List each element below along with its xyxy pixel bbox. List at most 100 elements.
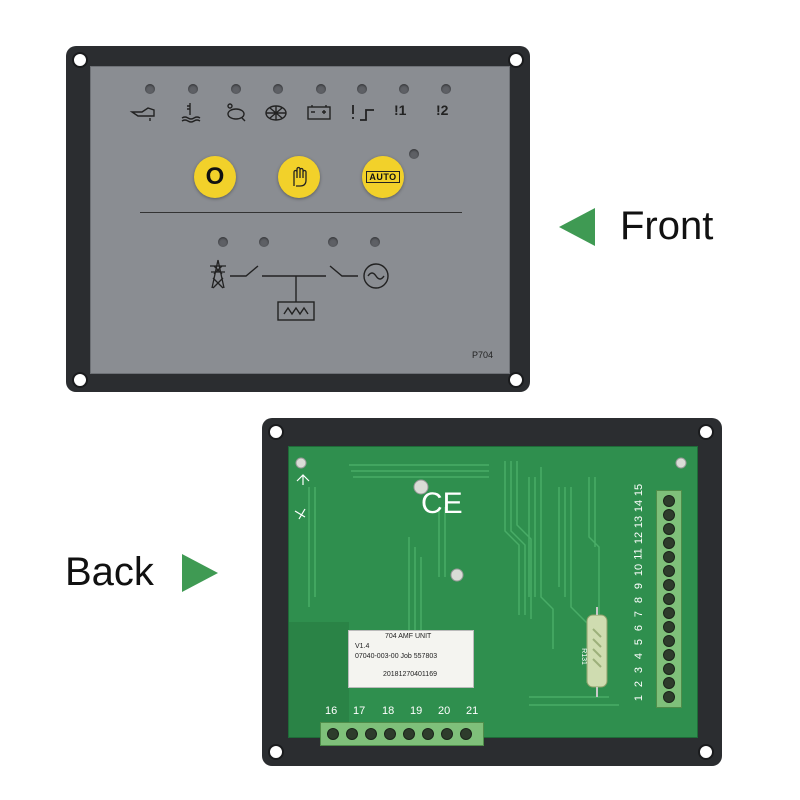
circuit-board: CE R131 (288, 446, 698, 738)
terminal-number: 1 (633, 694, 646, 702)
terminal-screw (663, 579, 675, 591)
terminal-number: 6 (633, 624, 646, 632)
back-label: Back (65, 550, 154, 594)
front-faceplate (90, 66, 510, 374)
terminal-screw (346, 728, 358, 740)
mounting-hole (508, 52, 524, 68)
generator-available-led (370, 237, 380, 247)
mounting-hole (268, 744, 284, 760)
pcb-label-line4: 20181270401169 (383, 671, 437, 678)
battery-icon (307, 105, 331, 120)
terminal-number: 21 (466, 705, 479, 717)
pcb-label-line2: V1.4 (355, 643, 370, 650)
oil-pressure-icon (129, 107, 155, 121)
front-label: Front (620, 204, 714, 248)
terminal-screw (663, 593, 675, 605)
generator-load-led (328, 237, 338, 247)
terminal-screw (663, 509, 675, 521)
terminal-number: 12 (633, 531, 646, 545)
generator-breaker-symbol (329, 265, 358, 277)
indicator-led (441, 84, 451, 94)
terminal-number: 13 (633, 515, 646, 529)
terminal-screw (663, 649, 675, 661)
hand-icon (293, 166, 307, 187)
terminal-screw (403, 728, 415, 740)
ce-mark: CE (421, 487, 463, 520)
alarm-1-label: !1 (394, 102, 407, 118)
manual-button[interactable] (278, 156, 320, 198)
terminal-screw (663, 691, 675, 703)
mains-breaker-symbol (230, 265, 259, 277)
terminal-screw (327, 728, 339, 740)
terminal-number: 11 (632, 548, 645, 560)
mimic-diagram (210, 259, 389, 321)
high-speed-icon (265, 105, 287, 121)
mounting-hole (698, 424, 714, 440)
fail-to-start-icon (352, 105, 374, 121)
pcb-traces (289, 457, 687, 737)
terminal-screw (663, 635, 675, 647)
pcb-label-line1: 704 AMF UNIT (385, 633, 432, 640)
mounting-hole (72, 372, 88, 388)
terminal-number: 7 (633, 610, 646, 618)
fault-icons-row (129, 103, 374, 123)
terminal-screw (663, 607, 675, 619)
terminal-screw (441, 728, 453, 740)
terminal-number: 5 (633, 638, 646, 646)
alarm-2-label: !2 (436, 102, 449, 118)
resistor (586, 607, 608, 697)
arrow-left-icon (559, 208, 595, 246)
auto-button[interactable]: AUTO (362, 156, 404, 198)
coolant-temperature-icon (181, 103, 201, 123)
indicator-led (399, 84, 409, 94)
mounting-hole (698, 744, 714, 760)
terminal-screw (460, 728, 472, 740)
terminal-screw (663, 677, 675, 689)
terminal-number: 18 (382, 705, 395, 717)
indicator-led (273, 84, 283, 94)
pcb-label-line3: 07040-003-00 Job 557803 (355, 653, 438, 660)
mounting-hole (508, 372, 524, 388)
terminal-screw (663, 621, 675, 633)
indicator-led (145, 84, 155, 94)
terminal-number: 14 (633, 499, 646, 513)
terminal-number: 15 (633, 483, 646, 497)
mains-load-led (259, 237, 269, 247)
terminal-screw (422, 728, 434, 740)
mounting-hole (268, 424, 284, 440)
resistor-label: R131 (579, 648, 587, 665)
terminal-number: 16 (325, 705, 338, 717)
auto-indicator-led (409, 149, 419, 159)
load-icon (277, 301, 315, 321)
terminal-screw (663, 523, 675, 535)
indicator-led (316, 84, 326, 94)
pcb-label: 704 AMF UNIT V1.4 07040-003-00 Job 55780… (348, 630, 474, 688)
terminal-screw (663, 551, 675, 563)
terminal-screw (384, 728, 396, 740)
terminal-screw (663, 565, 675, 577)
indicator-led (357, 84, 367, 94)
terminal-number: 9 (633, 582, 646, 590)
stop-button[interactable]: O (194, 156, 236, 198)
terminal-number: 19 (410, 705, 423, 717)
panel-code: P704 (472, 350, 494, 360)
low-speed-icon (227, 103, 246, 122)
side-terminal-block (656, 490, 682, 708)
terminal-number: 2 (633, 680, 646, 688)
terminal-screw (663, 537, 675, 549)
terminal-screw (663, 663, 675, 675)
bottom-terminal-block (320, 722, 484, 746)
pylon-icon (210, 259, 226, 289)
divider-line (140, 212, 462, 213)
terminal-screw (365, 728, 377, 740)
indicator-led (231, 84, 241, 94)
terminal-number: 10 (633, 563, 646, 577)
terminal-number: 17 (353, 705, 366, 717)
terminal-number: 8 (633, 596, 646, 604)
terminal-number: 20 (438, 705, 451, 717)
terminal-number: 3 (633, 666, 646, 674)
terminal-screw (663, 495, 675, 507)
indicator-led (188, 84, 198, 94)
arrow-right-icon (182, 554, 218, 592)
mounting-hole (72, 52, 88, 68)
